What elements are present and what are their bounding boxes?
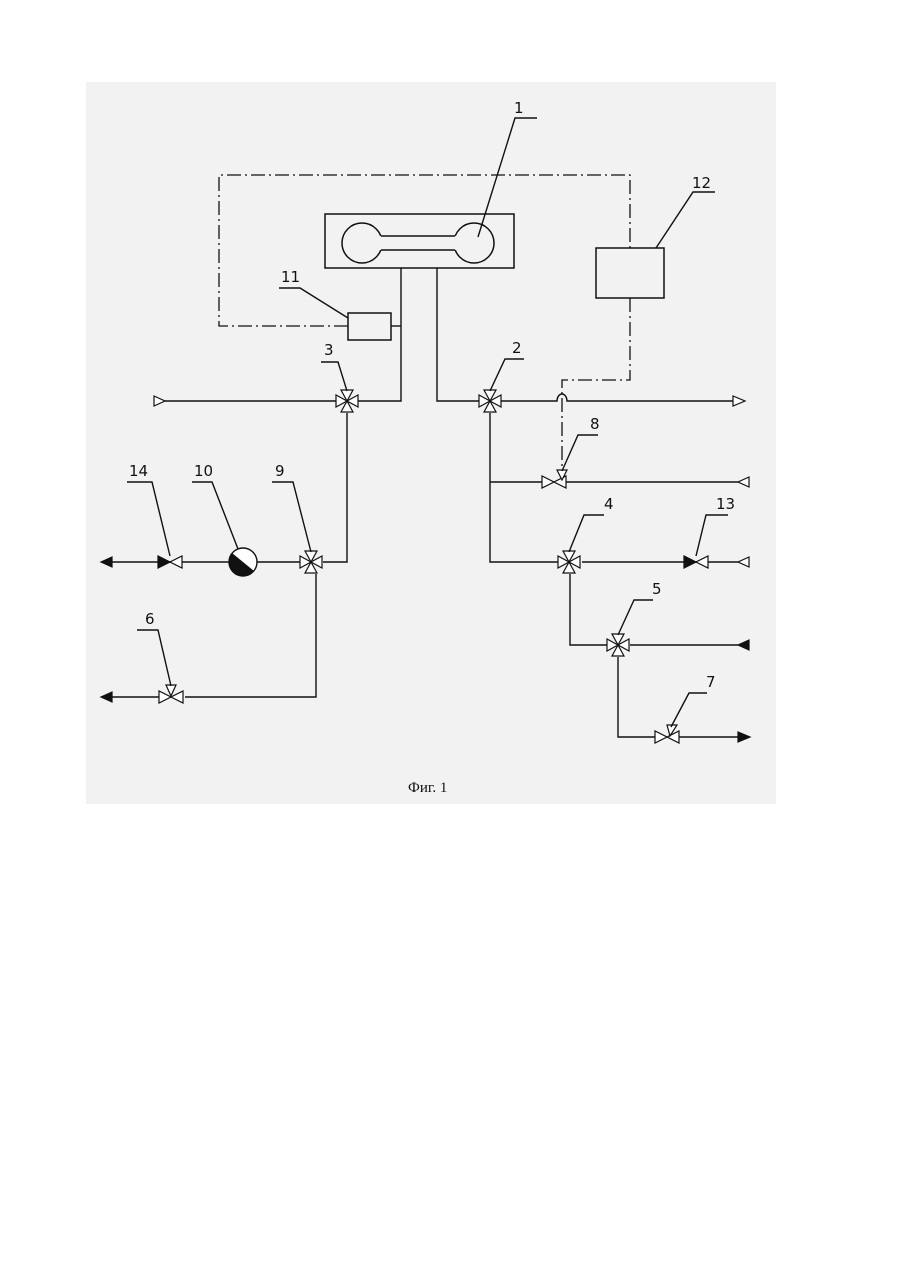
label-4: 4 bbox=[604, 495, 614, 513]
valve-14 bbox=[158, 556, 182, 568]
terminal-right-8 bbox=[738, 477, 749, 487]
valve-2 bbox=[479, 390, 501, 412]
valve-9 bbox=[300, 551, 322, 573]
valve-3 bbox=[336, 390, 358, 412]
pipe-4-5 bbox=[570, 574, 607, 645]
terminal-right-top bbox=[733, 396, 745, 406]
leader-lines bbox=[127, 118, 728, 727]
pipe-right-outlet bbox=[501, 394, 733, 401]
block-11 bbox=[348, 313, 391, 340]
valve-5 bbox=[607, 634, 629, 656]
terminal-right-5 bbox=[738, 640, 749, 650]
label-7: 7 bbox=[706, 673, 716, 691]
valve-13 bbox=[684, 556, 708, 568]
label-1: 1 bbox=[514, 99, 524, 117]
terminal-left-14 bbox=[101, 557, 112, 567]
pipe-unit1-right bbox=[437, 268, 479, 401]
valve-6 bbox=[159, 685, 183, 703]
label-10: 10 bbox=[194, 462, 213, 480]
label-12: 12 bbox=[692, 174, 711, 192]
label-5: 5 bbox=[652, 580, 662, 598]
label-3: 3 bbox=[324, 341, 334, 359]
valve-7 bbox=[655, 725, 679, 743]
valve-8 bbox=[542, 470, 567, 488]
label-9: 9 bbox=[275, 462, 285, 480]
label-11: 11 bbox=[281, 268, 300, 286]
pipe-3-9 bbox=[323, 413, 347, 562]
label-13: 13 bbox=[716, 495, 735, 513]
pipe-2-4 bbox=[490, 413, 558, 562]
figure-caption: Фиг. 1 bbox=[408, 780, 447, 796]
valve-4 bbox=[558, 551, 580, 573]
pipe-9-6 bbox=[185, 574, 316, 697]
terminal-left-6 bbox=[101, 692, 112, 702]
pipe-5-7 bbox=[618, 657, 655, 737]
label-6: 6 bbox=[145, 610, 155, 628]
block-12 bbox=[596, 248, 664, 298]
label-2: 2 bbox=[512, 339, 522, 357]
terminal-right-7 bbox=[738, 732, 750, 742]
pump-10 bbox=[229, 548, 257, 576]
terminal-right-13 bbox=[738, 557, 749, 567]
unit-1-housing bbox=[325, 214, 514, 268]
label-8: 8 bbox=[590, 415, 600, 433]
terminal-left-top bbox=[154, 396, 165, 406]
label-14: 14 bbox=[129, 462, 148, 480]
